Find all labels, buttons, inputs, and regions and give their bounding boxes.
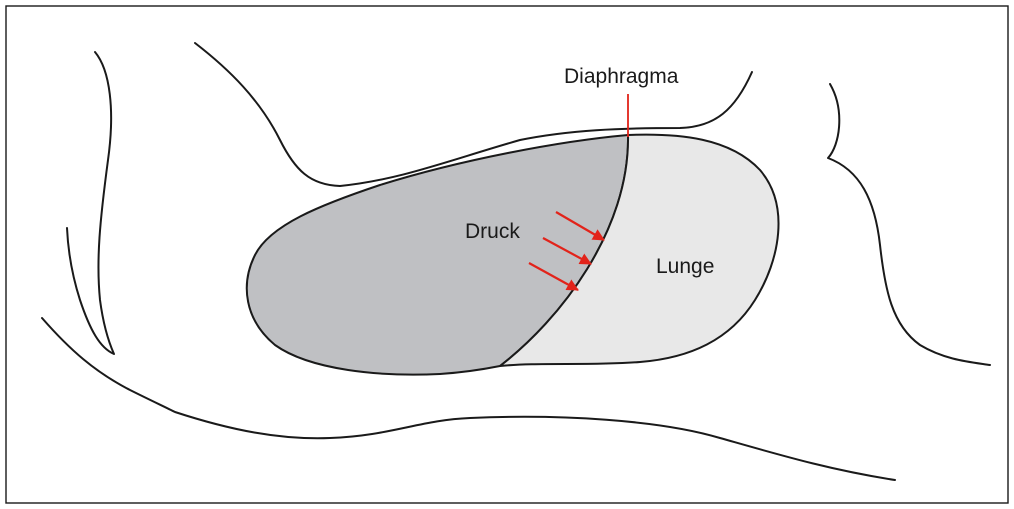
diaphragma-label: Diaphragma xyxy=(564,65,679,88)
lunge-label: Lunge xyxy=(656,255,714,278)
left-outer-curve xyxy=(67,52,114,354)
druck-label: Druck xyxy=(465,220,520,243)
right-contour-line xyxy=(828,84,990,365)
